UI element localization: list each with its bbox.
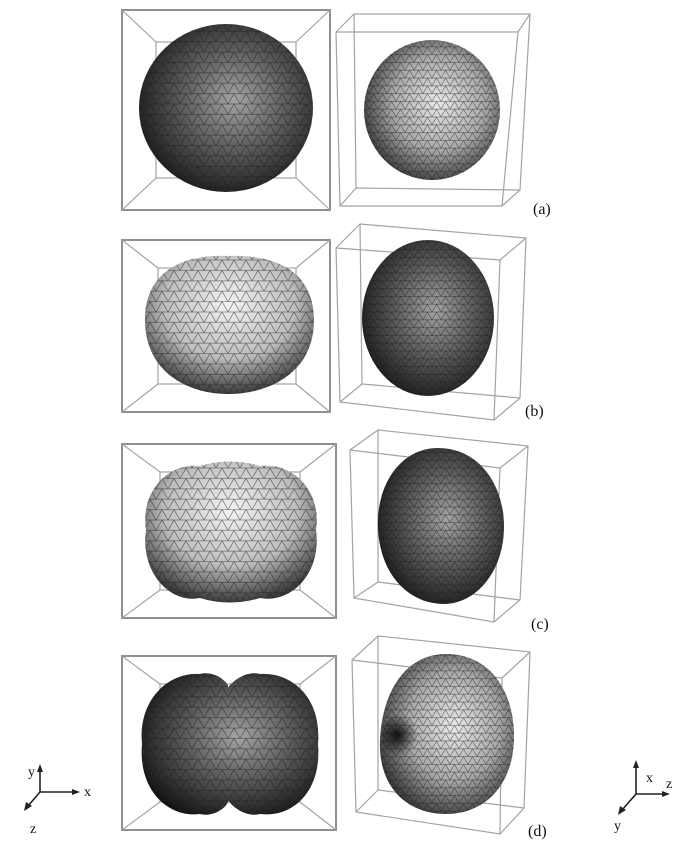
axis-triad-right: x z y xyxy=(614,760,672,834)
axis-label-y-right: y xyxy=(614,819,621,834)
box-b-right xyxy=(335,223,527,421)
axis-y-right xyxy=(621,793,637,811)
axis-label-z-left: z xyxy=(30,822,36,837)
axis-label-y-left: y xyxy=(28,765,35,780)
axis-label-x-left: x xyxy=(84,785,91,800)
shape-a-perspective xyxy=(364,40,500,180)
axis-z-left xyxy=(27,791,41,807)
panel-label-b: (b) xyxy=(525,403,544,420)
row-a: (a) xyxy=(121,9,551,218)
shape-c-perspective xyxy=(377,448,504,604)
panel-label-c: (c) xyxy=(531,616,549,633)
box-a-right xyxy=(335,13,531,207)
shape-b-front xyxy=(145,255,314,394)
shape-d-front xyxy=(141,673,319,815)
row-d: (d) xyxy=(121,635,547,840)
shape-a-front xyxy=(139,24,313,192)
panel-label-d: (d) xyxy=(528,823,547,840)
axis-triad-left: y x z xyxy=(24,764,91,837)
panel-label-a: (a) xyxy=(533,201,551,218)
shape-c-front xyxy=(145,461,317,603)
shape-d-perspective xyxy=(379,654,514,814)
axis-label-x-right: x xyxy=(646,771,653,786)
row-b: (b) xyxy=(121,223,544,421)
row-c: (c) xyxy=(121,429,549,633)
axis-label-z-right: z xyxy=(666,777,672,792)
shape-b-perspective xyxy=(362,240,494,396)
